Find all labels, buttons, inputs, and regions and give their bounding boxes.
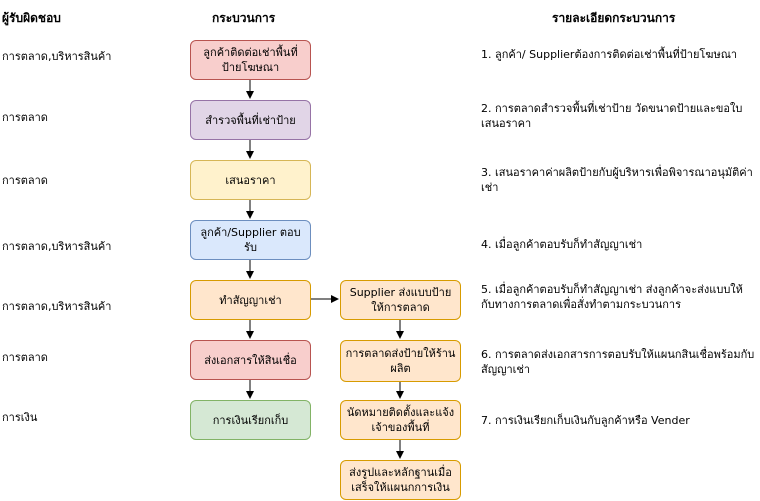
role-label: การตลาด,บริหารสินค้า bbox=[2, 300, 112, 313]
step-label: ลูกค้าติดต่อเช่าพื้นที่ป้ายโฆษณา bbox=[203, 46, 298, 74]
step-label: Supplier ส่งแบบป้ายให้การตลาด bbox=[349, 286, 452, 314]
step-label: สำรวจพื้นที่เช่าป้าย bbox=[205, 113, 296, 127]
detail-item: 4. เมื่อลูกค้าตอบรับก็ทำสัญญาเช่า bbox=[481, 238, 643, 251]
detail-item: 6. การตลาดส่งเอกสารการตอบรับให้แผนกสินเช… bbox=[481, 348, 755, 376]
role-label: การตลาด,บริหารสินค้า bbox=[2, 50, 112, 63]
role-label: การเงิน bbox=[2, 411, 38, 424]
step-label: ส่งเอกสารให้สินเชื่อ bbox=[204, 353, 297, 367]
step-label: ทำสัญญาเช่า bbox=[219, 293, 282, 307]
step-label: ส่งรูปและหลักฐานเมื่อเสร็จให้แผนกการเงิน bbox=[349, 466, 452, 494]
step-label: การตลาดส่งป้ายให้ร้านผลิต bbox=[345, 347, 456, 375]
step-label: นัดหมายติดตั้งและแจ้งเจ้าของพื้นที่ bbox=[346, 406, 455, 434]
detail-item: 1. ลูกค้า/ Supplierต้องการติดต่อเช่าพื้น… bbox=[481, 48, 738, 61]
header-process: กระบวนการ bbox=[212, 11, 276, 25]
side-send-evidence: ส่งรูปและหลักฐานเมื่อเสร็จให้แผนกการเงิน bbox=[340, 460, 461, 500]
detail-item: 3. เสนอราคาค่าผลิตป้ายกับผู้บริหารเพื่อพ… bbox=[481, 166, 753, 194]
step-survey: สำรวจพื้นที่เช่าป้าย bbox=[190, 100, 311, 140]
side-supplier-design: Supplier ส่งแบบป้ายให้การตลาด bbox=[340, 280, 461, 320]
header-responsible: ผู้รับผิดชอบ bbox=[2, 11, 61, 25]
detail-item: 2. การตลาดสำรวจพื้นที่เช่าป้าย วัดขนาดป้… bbox=[481, 102, 743, 130]
step-accept: ลูกค้า/Supplier ตอบรับ bbox=[190, 220, 311, 260]
step-label: เสนอราคา bbox=[225, 173, 276, 187]
step-finance-collect: การเงินเรียกเก็บ bbox=[190, 400, 311, 440]
header-details: รายละเอียดกระบวนการ bbox=[552, 11, 676, 25]
detail-item: 5. เมื่อลูกค้าตอบรับก็ทำสัญญาเช่า ส่งลูก… bbox=[481, 283, 743, 311]
step-label: ลูกค้า/Supplier ตอบรับ bbox=[200, 226, 301, 254]
role-label: การตลาด bbox=[2, 174, 48, 187]
step-label: การเงินเรียกเก็บ bbox=[212, 413, 289, 427]
side-send-to-shop: การตลาดส่งป้ายให้ร้านผลิต bbox=[340, 340, 461, 382]
detail-item: 7. การเงินเรียกเก็บเงินกับลูกค้าหรือ Ven… bbox=[481, 414, 690, 427]
step-contact-rent: ลูกค้าติดต่อเช่าพื้นที่ป้ายโฆษณา bbox=[190, 40, 311, 80]
role-label: การตลาด,บริหารสินค้า bbox=[2, 240, 112, 253]
step-contract: ทำสัญญาเช่า bbox=[190, 280, 311, 320]
side-schedule-install: นัดหมายติดตั้งและแจ้งเจ้าของพื้นที่ bbox=[340, 400, 461, 440]
step-send-credit: ส่งเอกสารให้สินเชื่อ bbox=[190, 340, 311, 380]
role-label: การตลาด bbox=[2, 351, 48, 364]
role-label: การตลาด bbox=[2, 111, 48, 124]
step-quote: เสนอราคา bbox=[190, 160, 311, 200]
